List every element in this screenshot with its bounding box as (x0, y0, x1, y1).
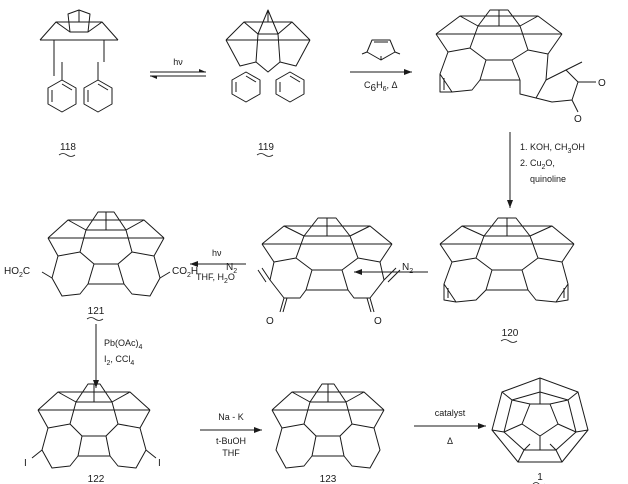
structure-122: I I 122 (24, 383, 161, 484)
structure-120: 120 (439, 217, 575, 343)
arrow-diels-alder: C6H6, Δ (350, 39, 412, 94)
reagent-pb-oac: Pb(OAc)4 (104, 338, 143, 351)
structure-121: HO2C CO2H 121 (4, 211, 198, 321)
anhydride-oxygen-1: O (598, 78, 606, 89)
structure-119: 119 (225, 9, 311, 157)
reagent-na-k: Na - K (218, 412, 244, 422)
arrow-decarboxylation: 1. KOH, CH3OH 2. Cu2O, quinoline (507, 132, 585, 208)
reagent-quinoline: quinoline (530, 174, 566, 184)
arrow-dehydrogenation: catalyst Δ (414, 408, 486, 446)
label-119: 119 (258, 142, 274, 153)
label-118: 118 (60, 142, 76, 153)
arrow-to-diazoketone (354, 269, 428, 275)
reagent-iodine: I2, CCl4 (104, 354, 134, 367)
reagent-thf: THF (222, 448, 240, 458)
diazo-n2-left: N2 (226, 262, 237, 275)
diazo-n2-right: N2 (402, 262, 413, 275)
label-121: 121 (88, 306, 105, 317)
structure-bis-anhydride-adduct: O O (435, 9, 606, 125)
anhydride-oxygen-2: O (574, 114, 582, 125)
carboxylic-acid-right: CO2H (172, 266, 198, 279)
iodide-left: I (24, 458, 27, 469)
reagent-catalyst: catalyst (435, 408, 466, 418)
carboxylic-acid-left: HO2C (4, 266, 30, 279)
structure-bis-diazoketone: N2 N2 O O (226, 217, 413, 327)
iodide-right: I (158, 458, 161, 469)
structure-123: 123 (271, 383, 385, 484)
reagent-cu2o: 2. Cu2O, (520, 158, 555, 171)
reagent-heat: Δ (447, 436, 453, 446)
reagent-hv-1: hν (173, 57, 183, 67)
label-122: 122 (88, 474, 105, 484)
label-120: 120 (502, 328, 519, 339)
reagent-benzene: C6H6, Δ (364, 80, 397, 94)
ketone-o-left: O (266, 316, 274, 327)
ketone-o-right: O (374, 316, 382, 327)
label-1: 1 (537, 472, 543, 483)
label-123: 123 (320, 474, 337, 484)
equilibrium-arrow-118-119: hν (150, 57, 206, 79)
reagent-hv-2: hν (212, 248, 222, 258)
arrow-iododecarboxylation: Pb(OAc)4 I2, CCl4 (93, 324, 143, 388)
reagent-tbuoh: t-BuOH (216, 436, 246, 446)
arrow-reductive-coupling: Na - K t-BuOH THF (200, 412, 262, 458)
structure-dodecahedrane-1: 1 (491, 377, 589, 484)
arrow-wolff: hν THF, H2O (190, 248, 246, 285)
reagent-thf-h2o: THF, H2O (196, 272, 235, 285)
reagent-koh: 1. KOH, CH3OH (520, 142, 585, 155)
structure-118: 118 (39, 9, 119, 157)
